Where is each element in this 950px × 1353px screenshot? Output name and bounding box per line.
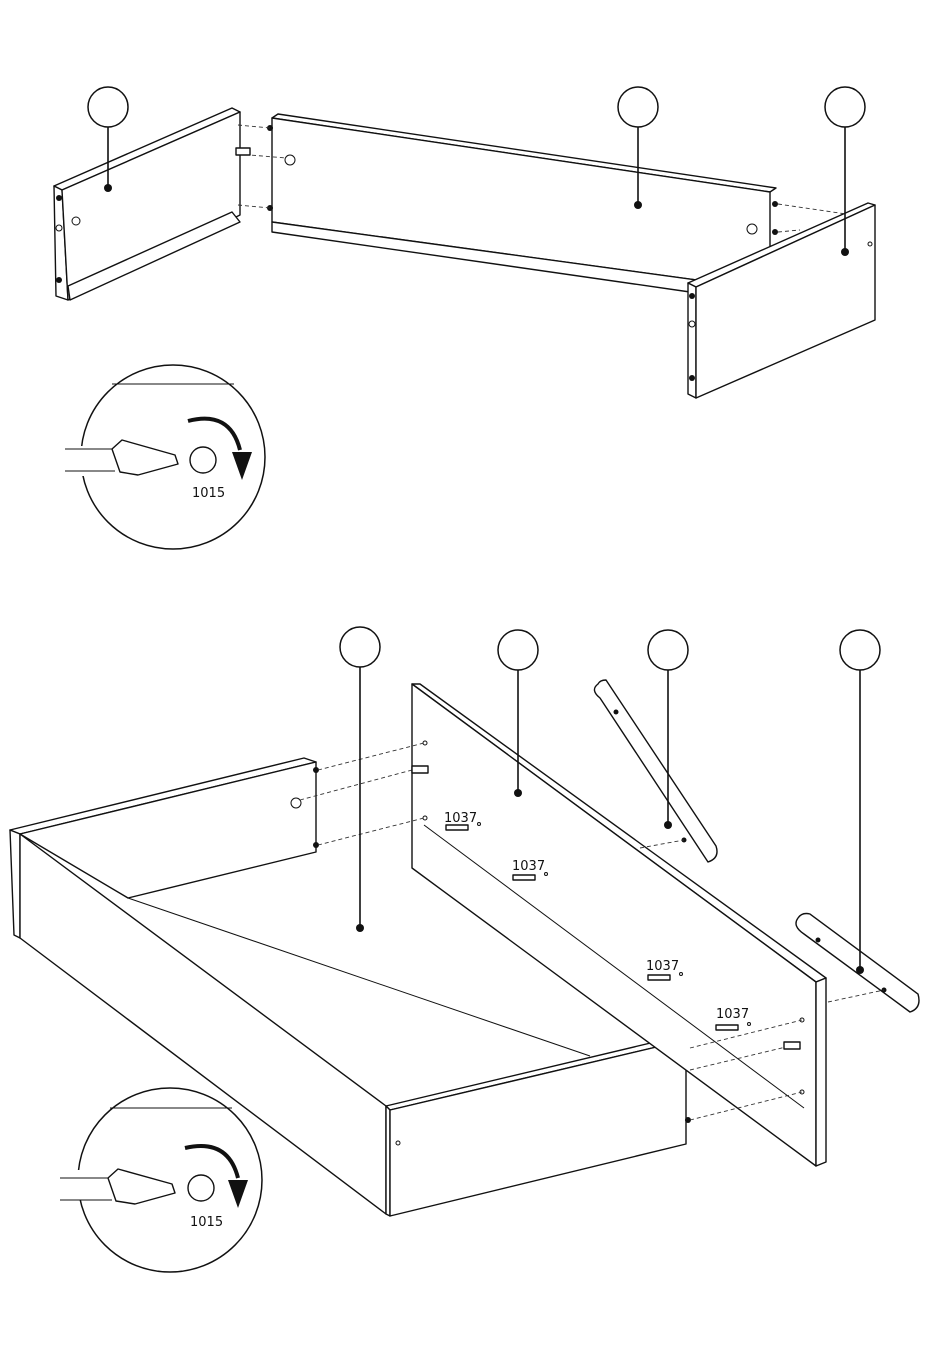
- svg-text:1037: 1037: [646, 959, 679, 974]
- rotate-arrow-icon: [228, 1180, 248, 1208]
- handle-right: [795, 912, 920, 1013]
- callout-front-panel: [497, 629, 539, 797]
- svg-text:1037: 1037: [716, 1007, 749, 1022]
- connector-guides: [235, 124, 847, 233]
- back-panel: [267, 113, 778, 293]
- callout-left-panel: [87, 86, 129, 192]
- pin-1037-a: 1037: [444, 811, 481, 831]
- rotate-arrow-icon: [232, 452, 252, 480]
- svg-text:1037: 1037: [444, 811, 477, 826]
- callout-handle-right: [839, 629, 881, 974]
- screw-tighten-detail-top: 1015: [60, 364, 266, 550]
- callout-drawer-box: [339, 626, 381, 932]
- bottom-step: 1037 1037 1037 1037: [9, 626, 920, 1273]
- screwdriver-icon: [107, 1168, 176, 1205]
- left-side-panel: [53, 107, 241, 301]
- callout-handle-left: [647, 629, 689, 829]
- right-side-panel: [687, 202, 876, 399]
- part-code-1015: 1015: [190, 1215, 223, 1230]
- cam-screw-icon: [187, 1174, 215, 1202]
- cam-screw-icon: [189, 446, 217, 474]
- pin-1037-d: 1037: [715, 1007, 751, 1031]
- drawer-box: [9, 757, 691, 1217]
- connector-guides: [299, 742, 885, 1121]
- top-step: 1015: [53, 86, 876, 550]
- pin-1037-c: 1037: [646, 959, 683, 981]
- screw-tighten-detail-bottom: 1015: [56, 1087, 263, 1273]
- callout-right-panel: [824, 86, 866, 256]
- callout-back-panel: [617, 86, 659, 209]
- handle-left: [593, 679, 718, 863]
- pin-1037-b: 1037: [512, 859, 548, 881]
- screwdriver-icon: [111, 439, 179, 476]
- svg-text:1037: 1037: [512, 859, 545, 874]
- part-code-1015: 1015: [192, 486, 225, 501]
- front-panel: [411, 683, 827, 1167]
